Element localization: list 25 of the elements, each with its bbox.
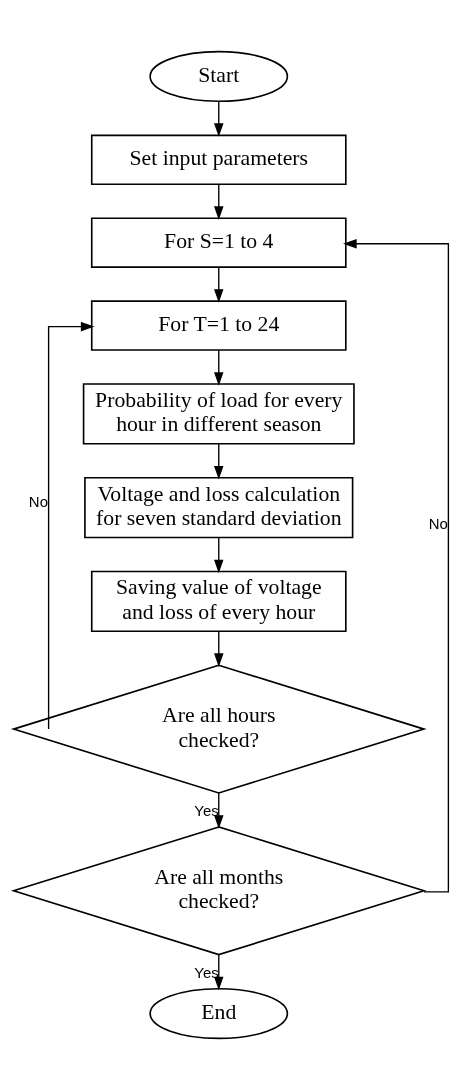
arrow <box>214 266 224 303</box>
arrow <box>214 954 224 991</box>
node-box: Probability of load for every hour in different season <box>82 383 355 445</box>
edge-label: No <box>428 515 448 533</box>
node-box: Voltage and loss calculation for seven standard deviation <box>84 476 354 539</box>
node-box: For S=1 to 4 <box>90 217 347 268</box>
node-box: For T=1 to 24 <box>90 300 347 351</box>
arrow <box>214 631 224 667</box>
node-diamond: Are all months checked? <box>10 826 427 956</box>
arrow <box>214 792 224 829</box>
edge-label: No <box>28 493 48 511</box>
node-diamond: Are all hours checked? <box>10 664 427 794</box>
arrow <box>214 349 224 386</box>
node-box: Saving value of voltage and loss of every hour <box>90 570 347 633</box>
node-ellipse: Start <box>149 50 289 103</box>
node-ellipse: End <box>149 987 289 1040</box>
edge-label: Yes <box>194 963 219 981</box>
arrow <box>214 184 224 220</box>
node-box: Set input parameters <box>90 134 347 186</box>
arrow <box>343 239 450 893</box>
arrow <box>214 443 224 480</box>
arrow <box>214 537 224 574</box>
arrow <box>47 321 95 730</box>
arrow <box>214 100 224 137</box>
edge-label: Yes <box>194 802 219 820</box>
